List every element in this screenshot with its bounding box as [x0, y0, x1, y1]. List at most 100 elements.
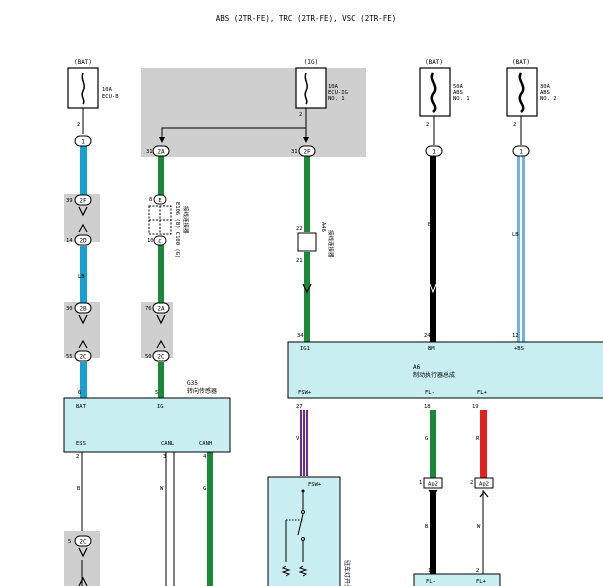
wire-label-v: V: [296, 436, 300, 442]
svg-text:1: 1: [432, 149, 436, 156]
svg-text:2B: 2B: [79, 306, 87, 313]
svg-text:Ap2: Ap2: [479, 482, 489, 488]
junction-a2: 31 2F: [291, 145, 316, 157]
connector-code: A46: [320, 222, 326, 232]
actuator-pin: 34: [297, 333, 304, 339]
svg-text:22: 22: [296, 226, 303, 232]
sensor-pin: 5: [155, 390, 158, 396]
wire-green-ig-mid: [304, 156, 310, 342]
fuse4-connector: 1: [512, 145, 530, 157]
actuator-pin-label: BM: [428, 346, 435, 352]
fuse-name: ECU-B: [102, 94, 119, 100]
chevron-up-icon: [78, 223, 88, 233]
wire-label-lb-left: LB: [78, 274, 85, 280]
chevron-down-icon: [156, 314, 166, 325]
actuator-name: 制动执行器总成: [413, 371, 455, 379]
svg-text:50: 50: [145, 354, 152, 360]
fuse-symbol-icon: [430, 72, 437, 113]
parking-switch: FSW+ 驻车灯开关: [267, 476, 351, 586]
resistor-icon: [281, 565, 291, 577]
fuse-source: (BAT): [512, 59, 530, 66]
wire-label-lb: LB: [512, 232, 519, 238]
wire-lightblue-bs: [517, 156, 525, 342]
fuse-rating: 10A: [328, 84, 339, 90]
junction-b1: 39 2F: [66, 194, 92, 217]
junction-b3: 30 2B: [66, 302, 92, 325]
svg-text:2F: 2F: [303, 149, 311, 156]
svg-text:10: 10: [147, 238, 154, 244]
fuse-abs-1: (BAT) 50A ABS NO. 1 2: [419, 59, 470, 128]
connector-a46: 22 21 A46 接线连接器: [296, 222, 335, 264]
svg-text:2F: 2F: [79, 198, 87, 205]
actuator-pin: 18: [424, 404, 431, 410]
junction-c1: 8 E: [149, 194, 167, 205]
fuse-name2: NO. 1: [453, 96, 470, 102]
fuse-name: ECU-IG: [328, 90, 348, 96]
connector-name: 接线连接器: [182, 206, 190, 234]
switch-label: FSW+: [308, 482, 322, 488]
chevron-down-icon: [429, 283, 437, 294]
wire-green-fl-minus: [430, 410, 436, 478]
junction-c4: 50 2C: [145, 339, 170, 362]
chevron-up-icon: [479, 491, 489, 498]
wire-label-w-lower: W: [477, 524, 481, 530]
fuse-source: (BAT): [425, 59, 443, 66]
actuator-pin-label: FL+: [477, 390, 488, 396]
svg-text:FL-: FL-: [426, 579, 436, 585]
fuse-pin: 2: [77, 122, 80, 128]
chevron-down-icon: [428, 489, 438, 496]
svg-text:14: 14: [66, 238, 73, 244]
chevron-down-icon: [78, 314, 88, 325]
svg-text:2C: 2C: [79, 539, 87, 546]
diagram-title: ABS (2TR-FE), TRC (2TR-FE), VSC (2TR-FE): [216, 14, 397, 23]
connector-code: E106 (B) C100 (G): [174, 202, 180, 258]
actuator-pin: 27: [296, 404, 303, 410]
svg-text:76: 76: [145, 306, 152, 312]
fuse3-connector: 1: [425, 145, 443, 157]
fuse-pin: 2: [299, 112, 302, 118]
wire-label-g: G: [203, 486, 206, 492]
sensor-code: G35: [187, 380, 198, 387]
fuse-rating: 50A: [453, 84, 464, 90]
junction-c2: 10 C: [147, 235, 167, 246]
wire-canh: [207, 452, 213, 586]
ap-connector-2: 2 Ap2: [470, 477, 494, 498]
actuator-code: A6: [413, 364, 421, 371]
wire-black-bm: [430, 156, 436, 342]
wire-label-b: B: [428, 222, 432, 228]
svg-text:39: 39: [66, 198, 73, 204]
junction-b2: 14 2D: [66, 223, 92, 246]
wire-red-fl-plus: [480, 410, 487, 478]
resistor-icon: [298, 565, 308, 577]
svg-text:5: 5: [68, 539, 71, 545]
svg-text:1: 1: [428, 568, 431, 574]
svg-text:2A: 2A: [157, 149, 165, 156]
svg-text:1: 1: [519, 149, 523, 156]
svg-text:2D: 2D: [79, 238, 87, 245]
lower-component: 1 2 FL- FL+: [413, 568, 501, 586]
chevron-down-icon: [78, 206, 88, 217]
fuse-name: ABS: [540, 90, 550, 96]
svg-text:31: 31: [291, 149, 298, 155]
connector-name: 接线连接器: [327, 230, 335, 258]
wire-black-lower: [430, 490, 436, 574]
sensor-pin-label: CANL: [161, 441, 175, 447]
svg-text:8: 8: [149, 197, 152, 203]
actuator-pin-label: IG1: [300, 346, 310, 352]
sensor-pin-label: IG: [157, 404, 164, 410]
sensor-pin: 3: [163, 454, 166, 460]
fuse-pin: 2: [426, 122, 429, 128]
svg-text:2A: 2A: [157, 306, 165, 313]
svg-text:55: 55: [66, 354, 73, 360]
fuse-symbol-icon: [518, 72, 525, 113]
sensor-pin: 4: [203, 454, 207, 460]
svg-text:21: 21: [296, 258, 303, 264]
brake-actuator: 34 24 12 IG1 BM +BS A6 制动执行器总成 FSW+ FL- …: [287, 333, 603, 410]
wire-green-ig-left: [158, 156, 164, 398]
actuator-pin-label: FSW+: [298, 390, 312, 396]
svg-text:2: 2: [470, 480, 473, 486]
switch-name: 驻车灯开关: [343, 560, 351, 586]
ap-connector-1: 1 Ap2: [419, 477, 443, 496]
fuse-rating: 10A: [102, 87, 113, 93]
